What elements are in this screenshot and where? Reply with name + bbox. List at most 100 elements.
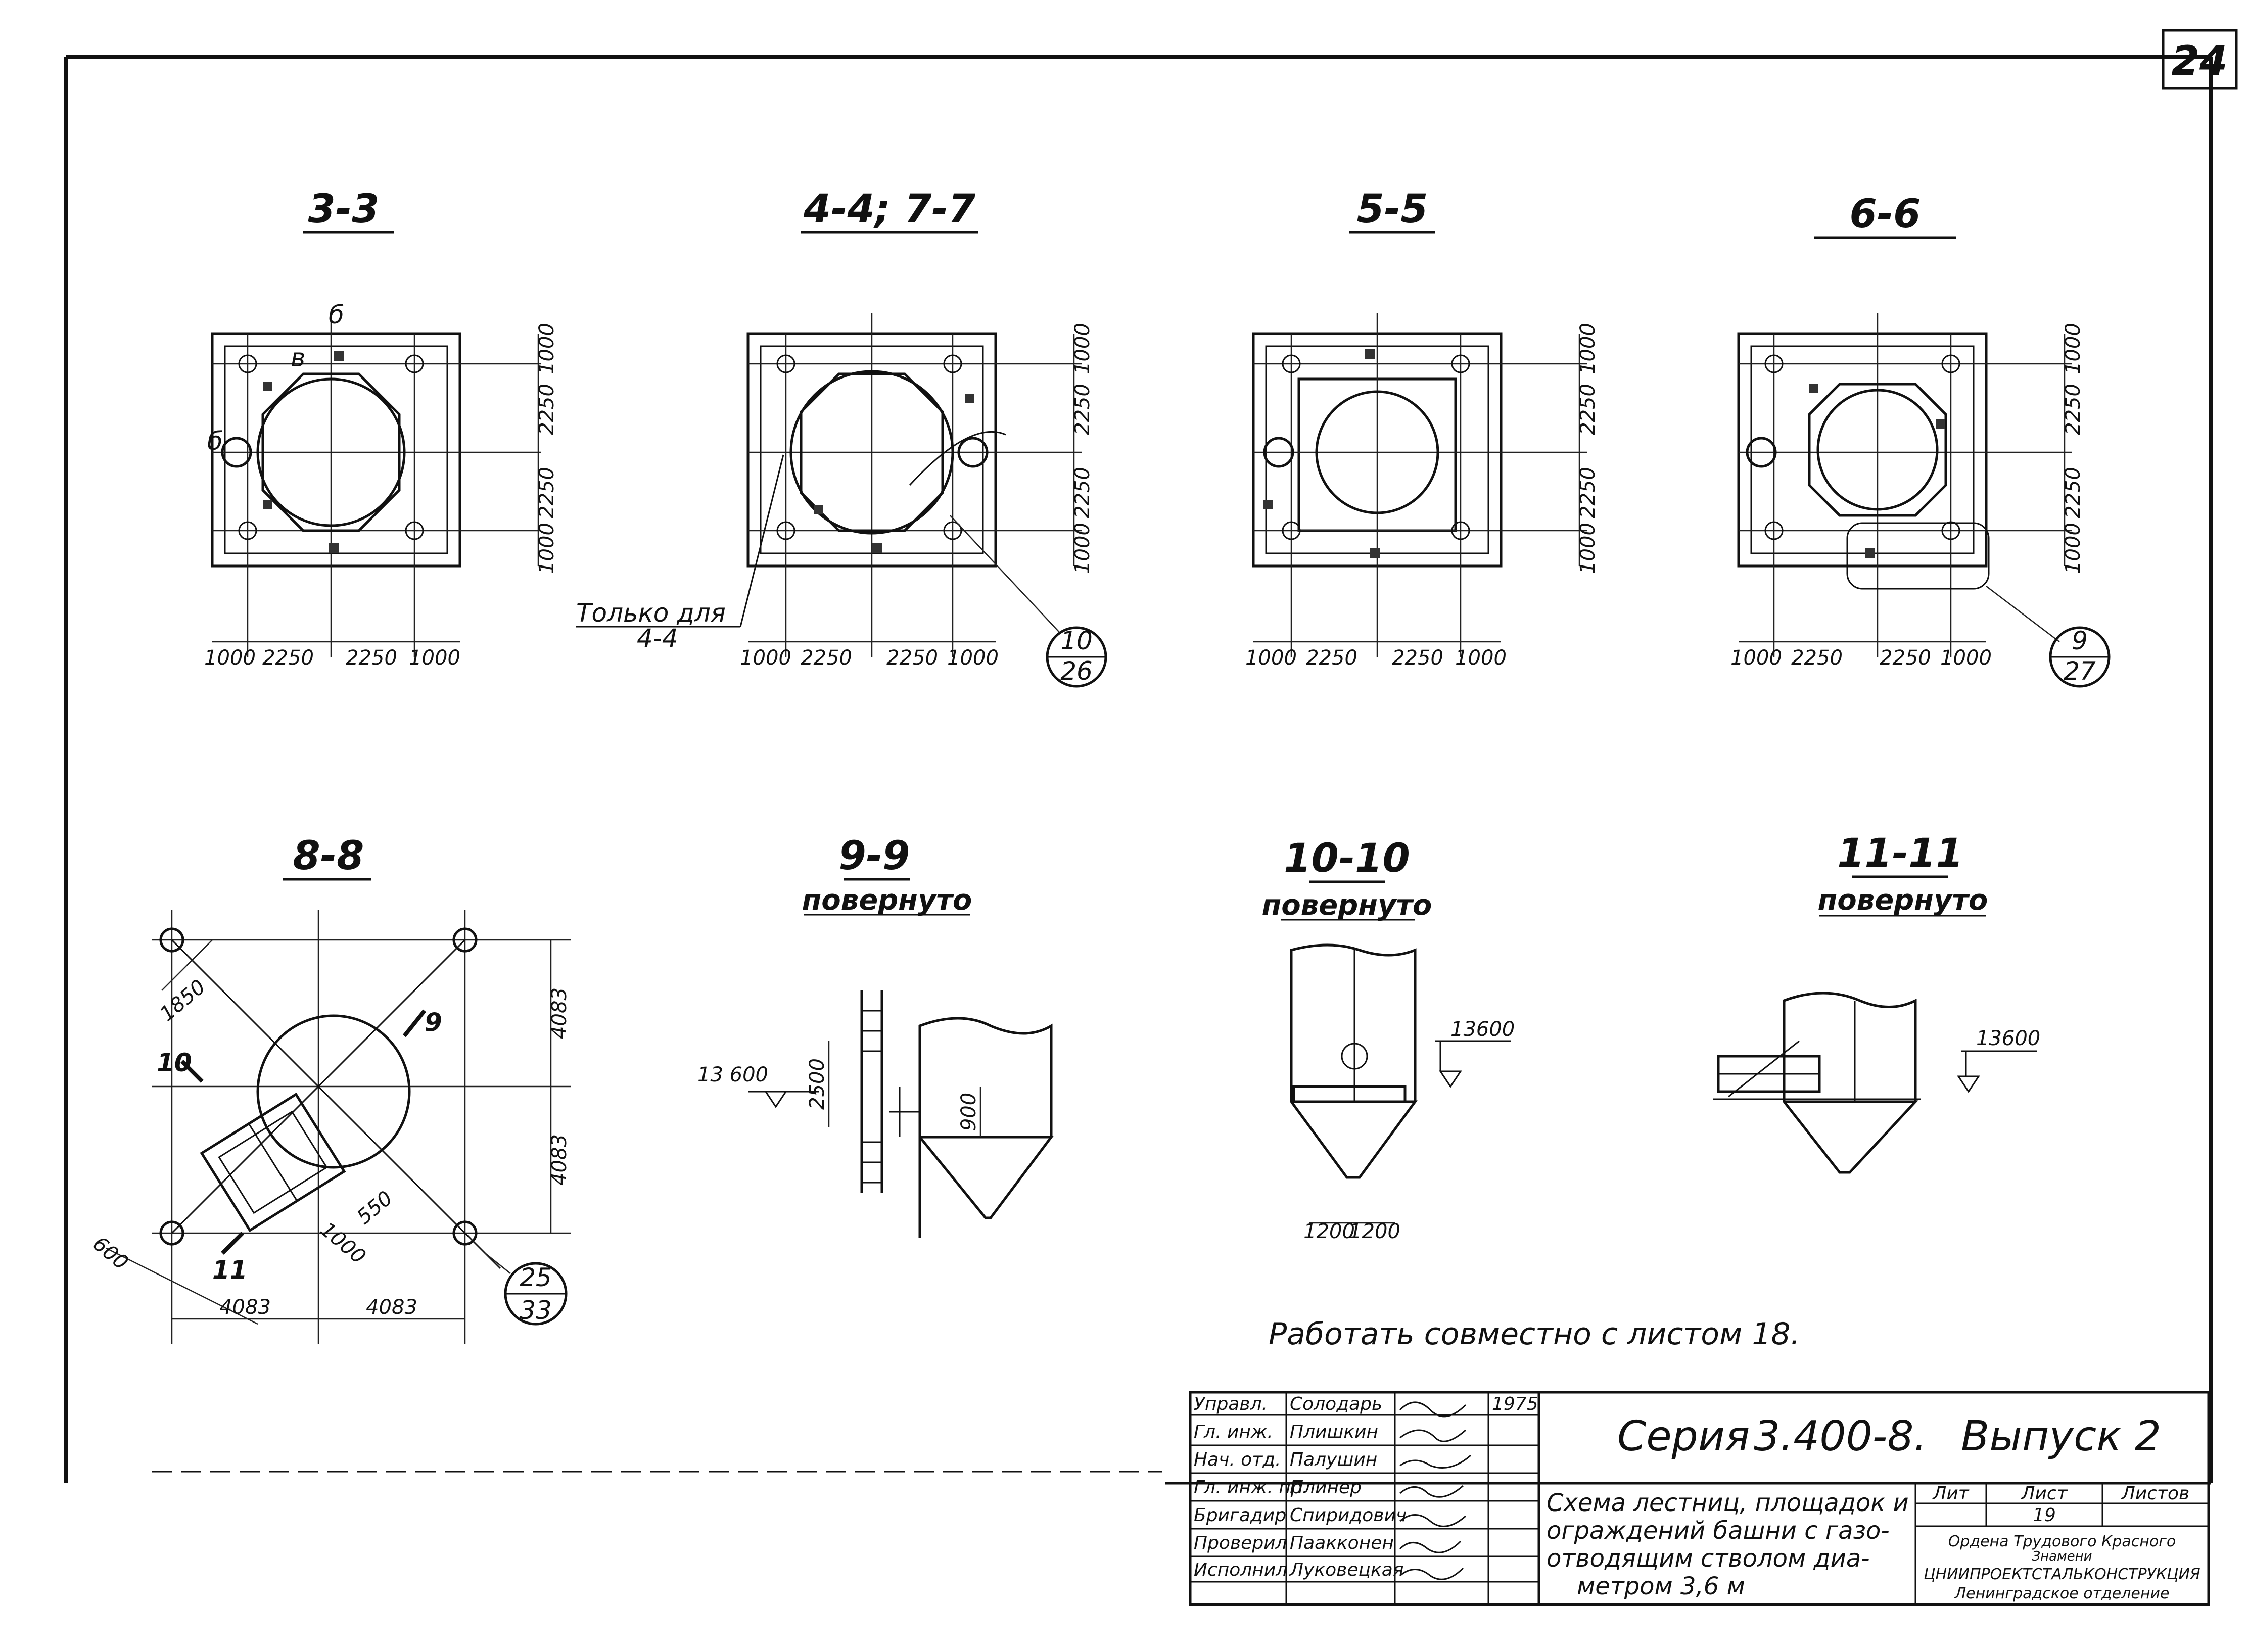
note-only-for-line2: 4-4 [637,624,678,653]
section-4-4-title: 4-4; 7-7 [803,186,976,232]
dim-9-9-2500: 2500 [806,1058,829,1110]
description-line2: ограждений башни с газо- [1547,1517,1890,1545]
dim-6-6-r2: 2250 [2062,384,2085,435]
role-7: Исполнил [1194,1560,1287,1580]
org-line1: Ордена Трудового Красного [1948,1533,2176,1550]
note-work-with-sheet-18: Работать совместно с листом 18. [1269,1316,1800,1352]
name-1: Солодарь [1290,1394,1382,1414]
signatures [1399,1401,1471,1580]
name-7: Луковецкая [1289,1560,1403,1580]
callout-6-6-top: 9 [2072,626,2088,655]
dim-5-5-b2: 2250 [1306,646,1357,670]
dim-3-3-r3: 2250 [535,467,558,518]
dim-4-4-b1: 1000 [740,646,791,670]
section-5-5-title: 5-5 [1357,186,1428,232]
dim-8-8-1850: 1850 [156,975,210,1026]
section-3-3-title: 3-3 [308,186,380,232]
dim-10-10-b2: 1200 [1349,1220,1400,1243]
section-3-3: 3-3 б б в 1000 2250 2250 1000 1000 2250 … [204,186,558,670]
dim-5-5-b3: 2250 [1392,646,1443,670]
section-8-8: 8-8 1850 600 1000 550 9 10 11 [88,833,571,1344]
name-4: Плинер [1290,1477,1362,1498]
level-9-9: 13 600 [697,1063,768,1087]
dim-4-4-r1: 1000 [1071,323,1094,374]
section-9-9-subtitle: повернуто [802,884,972,917]
section-11-11: 11-11 повернуто 13600 [1713,831,2040,1174]
name-5: Спиридович [1290,1505,1407,1526]
issue-label: Выпуск 2 [1961,1412,2161,1460]
sheet-number: 24 [2171,37,2227,84]
dim-10-10-b1: 1200 [1303,1220,1355,1243]
name-6: Паакконен [1290,1533,1394,1553]
name-2: Плишкин [1290,1422,1378,1442]
dim-5-5-r2: 2250 [1576,384,1600,435]
sheet-number-box: 24 [2162,29,2238,90]
mark-b-left: б [207,427,223,456]
section-4-4-7-7: 4-4; 7-7 10 26 Только для 4-4 1000 2250 … [576,186,1107,688]
dim-5-5-b4: 1000 [1455,646,1507,670]
dim-4-4-b3: 2250 [886,646,938,670]
section-10-10-title: 10-10 [1284,836,1410,881]
dim-8-8-600: 600 [88,1232,132,1275]
dim-3-3-b2: 2250 [262,646,314,670]
dim-5-5-r3: 2250 [1576,467,1600,518]
dim-3-3-b1: 1000 [204,646,256,670]
dim-5-5-r1: 1000 [1576,323,1600,374]
section-5-5: 5-5 1000 2250 2250 1000 1000 2250 2250 1… [1245,186,1600,670]
sheet-frame [64,55,2213,1485]
dim-6-6-b3: 2250 [1880,646,1931,670]
section-6-6: 6-6 9 27 1000 2250 2250 1000 1000 2250 [1730,192,2111,688]
sheet-label: Лист [2020,1483,2068,1504]
dim-3-3-r4: 1000 [535,523,558,574]
sheets-label: Листов [2121,1483,2189,1504]
dim-6-6-b1: 1000 [1730,646,1782,670]
mark-v: в [291,343,305,372]
dim-3-3-b4: 1000 [409,646,460,670]
section-9-9: 9-9 повернуто 13 600 2500 900 [697,833,1054,1238]
note-only-for-line1: Только для [576,598,726,628]
name-3: Палушин [1290,1449,1377,1470]
cut-mark-9: 9 [425,1008,442,1037]
mark-b-top: б [329,300,344,329]
section-8-8-title: 8-8 [293,833,364,879]
dim-3-3-b3: 2250 [346,646,397,670]
role-3: Нач. отд. [1194,1449,1281,1470]
dim-4-4-r2: 2250 [1071,384,1094,435]
description-line4: метром 3,6 м [1577,1572,1745,1600]
dim-6-6-r3: 2250 [2062,467,2085,518]
role-5: Бригадир [1194,1505,1286,1526]
dim-5-5-b1: 1000 [1245,646,1297,670]
role-4: Гл. инж. пр. [1194,1477,1308,1498]
description-line1: Схема лестниц, площадок и [1547,1489,1909,1517]
dim-9-9-900: 900 [957,1093,980,1131]
dim-8-8-550: 550 [353,1187,397,1229]
description-line3: отводящим стволом диа- [1547,1544,1870,1573]
dim-8-8-r2: 4083 [548,1134,571,1186]
dim-6-6-r4: 1000 [2062,523,2085,574]
role-6: Проверил [1194,1533,1287,1553]
dim-4-4-r4: 1000 [1071,523,1094,574]
role-1: Управл. [1194,1394,1268,1414]
dim-3-3-r2: 2250 [535,384,558,435]
dim-6-6-b4: 1000 [1940,646,1992,670]
role-2: Гл. инж. [1194,1422,1273,1442]
callout-8-8-bottom: 33 [520,1296,552,1325]
title-block-date: 1975 [1492,1394,1538,1414]
section-9-9-title: 9-9 [839,833,910,879]
sheet-value: 19 [2033,1505,2056,1526]
dim-4-4-b2: 2250 [801,646,852,670]
dim-6-6-r1: 1000 [2062,323,2085,374]
dim-8-8-1000: 1000 [316,1218,370,1269]
dim-3-3-r1: 1000 [535,323,558,374]
dim-8-8-b2: 4083 [366,1296,417,1319]
org-line4: Ленинградское отделение [1954,1585,2170,1602]
dim-8-8-b1: 4083 [219,1296,271,1319]
callout-6-6-bottom: 27 [2064,656,2096,686]
org-line3: ЦНИИПРОЕКТСТАЛЬКОНСТРУКЦИЯ [1924,1566,2200,1583]
cut-mark-10: 10 [157,1048,192,1077]
callout-8-8-top: 25 [520,1263,552,1292]
cut-mark-11: 11 [212,1255,248,1285]
level-10-10: 13600 [1450,1018,1515,1041]
lit-label: Лит [1932,1483,1969,1504]
